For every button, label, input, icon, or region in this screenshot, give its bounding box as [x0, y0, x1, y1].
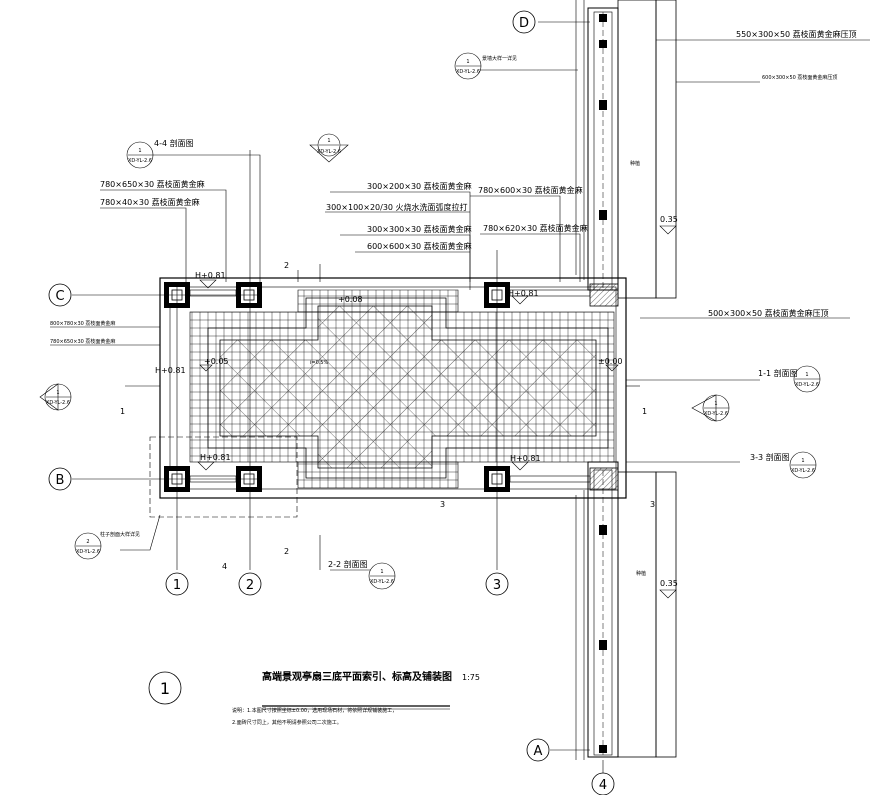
- bubble-sheet-top: XD-YL-2.6: [317, 149, 341, 155]
- bubble-num-11: 1: [805, 372, 808, 378]
- grid-label-2: 2: [246, 578, 254, 593]
- grid-bubble-3: [485, 572, 509, 596]
- level-h1: H+0.81: [195, 271, 226, 280]
- grid-label-d: D: [519, 16, 529, 31]
- grid-bubble-c: [48, 283, 72, 307]
- bubble-sheet-11: XD-YL-2.6: [795, 382, 819, 388]
- callout-m12: 800×780×30 荔枝面黄金麻: [50, 320, 115, 327]
- bubble-sheet-44: XD-YL-2.6: [128, 158, 152, 164]
- grid-label-4: 4: [599, 778, 607, 793]
- callout-m7: 300×100×20/30 火烧水洗面弧度拉打: [326, 202, 468, 212]
- cut-mark-2-bottom: 2: [284, 547, 289, 556]
- section-44: 4-4 剖面图: [154, 138, 194, 148]
- cut-mark-4: 4: [222, 562, 227, 571]
- level-h3: H+0.81: [200, 453, 231, 462]
- level-w1: 0.35: [660, 215, 678, 224]
- title-note-1: 说明：1.本图尺寸按照坐标±0.00，选用现场石材，将依照详规铺装施工，: [232, 707, 397, 714]
- callout-m11: 780×620×30 荔枝面黄金麻: [483, 223, 588, 233]
- bubble-num-44: 1: [138, 148, 141, 154]
- wall-end-bottom: [589, 467, 619, 491]
- wall-end-top: [589, 283, 619, 307]
- wall-label-2: 种植: [636, 570, 646, 577]
- grid-label-a: A: [534, 744, 543, 759]
- callout-m10: 600×600×30 荔枝面黄金麻: [367, 241, 472, 251]
- title-bubble: [148, 671, 182, 705]
- bubble-sheet-33: XD-YL-2.6: [791, 468, 815, 474]
- grid-label-3: 3: [493, 578, 501, 593]
- callout-m8: 780×600×30 荔枝面黄金麻: [478, 185, 583, 195]
- wall-lower: [575, 461, 677, 760]
- drawing-scale: 1:75: [462, 673, 480, 682]
- grid-label-b: B: [56, 473, 65, 488]
- bubble-num-22: 1: [380, 569, 383, 575]
- leader-lines: [50, 39, 870, 571]
- section-11: 1-1 剖面图: [758, 368, 798, 378]
- section-33: 3-3 剖面图: [750, 452, 790, 462]
- callout-m13: 780×650×30 荔枝面黄金麻: [50, 338, 115, 345]
- section-bubbles: [39, 52, 821, 590]
- grid-bubble-d: [512, 10, 536, 34]
- bubble-sheet-left: XD-YL-2.6: [46, 400, 70, 406]
- level-w2: 0.35: [660, 579, 678, 588]
- cut-mark-3-mid: 3: [440, 500, 445, 509]
- grid-label-c: C: [55, 289, 64, 304]
- bubble-num-left: 1: [56, 390, 59, 396]
- level-markers: [197, 144, 677, 599]
- grid-bubble-2: [238, 572, 262, 596]
- cut-mark-3-right: 3: [650, 500, 655, 509]
- level-p1: +0.05: [204, 357, 229, 366]
- title-note-2: 2.面砖尺寸同上，其他不明请参照公司二次施工。: [232, 719, 342, 726]
- callout-column-detail: 柱子剖面大样详见: [100, 531, 140, 538]
- level-h5: H+0.81: [510, 454, 541, 463]
- level-p2: ±0.00: [598, 357, 623, 366]
- bubble-sheet-wall: XD-YL-2.6: [456, 69, 480, 75]
- callout-m6: 300×200×30 荔枝面黄金麻: [367, 181, 472, 191]
- section-22: 2-2 剖面图: [328, 559, 368, 569]
- bubble-sheet-column: XD-YL-2.6: [76, 549, 100, 555]
- bubble-sheet-22: XD-YL-2.6: [370, 579, 394, 585]
- callout-m1: 550×300×50 荔枝面黄金麻压顶: [736, 29, 857, 39]
- drawing-title: 高端景观亭扇三底平面索引、标高及铺装图: [262, 670, 452, 683]
- title-number: 1: [160, 679, 170, 698]
- level-p3: +0.08: [338, 295, 363, 304]
- grid-bubbles: [48, 10, 615, 795]
- bubble-num-33: 1: [801, 458, 804, 464]
- bubble-num-wall: 1: [466, 59, 469, 65]
- cut-mark-2-top: 2: [284, 261, 289, 270]
- grid-bubble-b: [48, 467, 72, 491]
- grid-label-1: 1: [173, 578, 181, 593]
- grid-bubble-4: [591, 772, 615, 795]
- bubble-num-top: 1: [327, 138, 330, 144]
- grid-lines: [72, 21, 604, 775]
- cut-mark-1-right: 1: [642, 407, 647, 416]
- level-slope: i=0.5%: [310, 360, 329, 366]
- callout-m9: 300×300×30 荔枝面黄金麻: [367, 224, 472, 234]
- grid-bubble-1: [165, 572, 189, 596]
- grid-bubble-a: [526, 738, 550, 762]
- level-h2: H+0.81: [155, 366, 186, 375]
- bubble-num-right: 1: [714, 401, 717, 407]
- bubble-num-column: 2: [86, 539, 89, 545]
- wall-upper: [575, 0, 677, 299]
- bubble-sheet-right: XD-YL-2.6: [704, 411, 728, 417]
- callout-m3: 500×300×50 荔枝面黄金麻压顶: [708, 308, 829, 318]
- callout-m5: 780×40×30 荔枝面黄金麻: [100, 197, 200, 207]
- cut-mark-1-left: 1: [120, 407, 125, 416]
- wall-label-1: 种植: [630, 160, 640, 167]
- callout-m4: 780×650×30 荔枝面黄金麻: [100, 179, 205, 189]
- pavilion-slab: [159, 277, 627, 499]
- callout-wall-detail: 景墙大样一详见: [482, 55, 517, 62]
- callout-m2: 600×300×50 荔枝面黄金麻压顶: [762, 74, 837, 81]
- level-h4: H+0.81: [508, 289, 539, 298]
